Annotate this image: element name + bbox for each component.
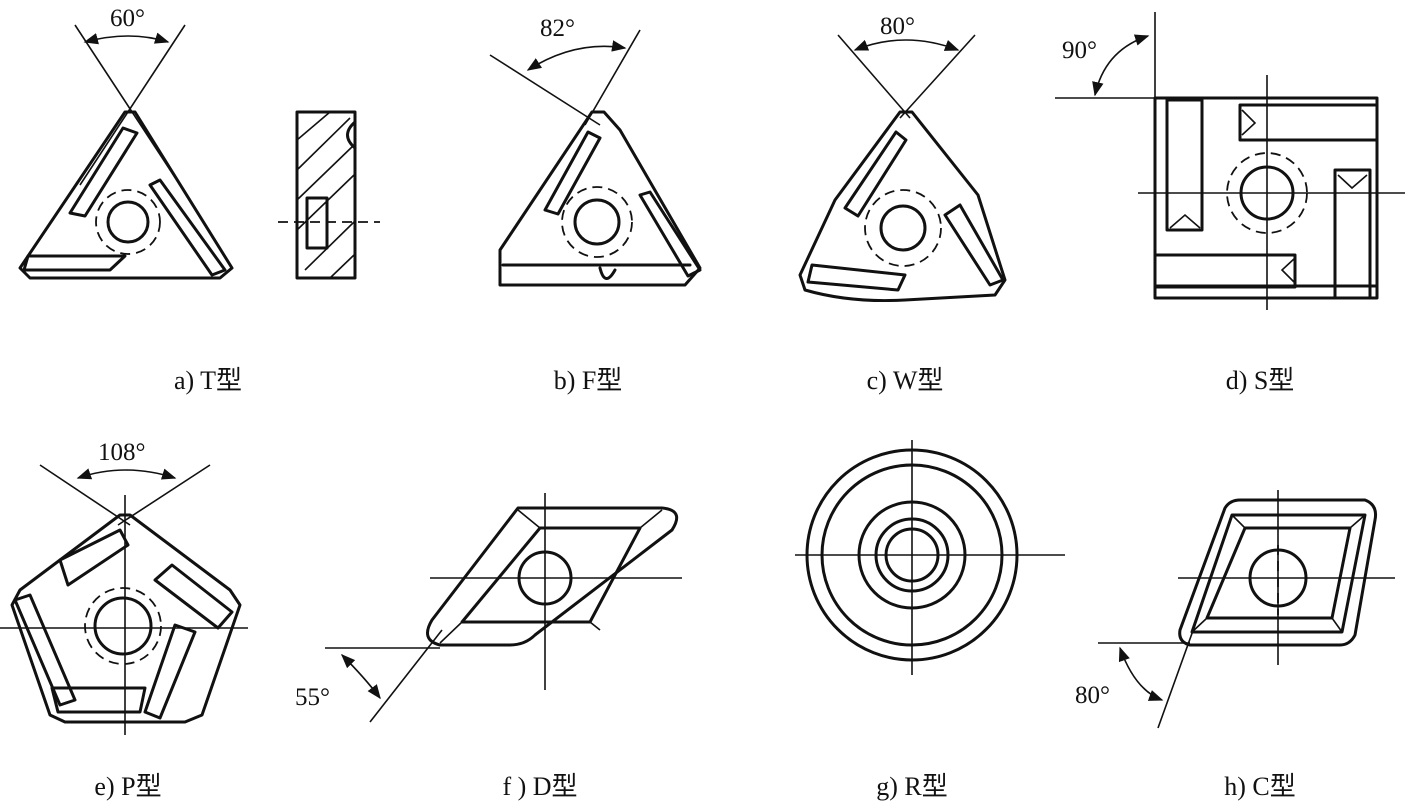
angle-label-d: 55° [295, 684, 330, 711]
angle-label-c: 80° [1075, 682, 1110, 709]
caption-c-type: h) C型 [1224, 772, 1296, 801]
insert-t-type: 60° [18, 5, 234, 280]
insert-t-side-view [278, 110, 380, 280]
angle-label-s: 90° [1062, 37, 1097, 64]
caption-d-type: f ) D型 [502, 772, 577, 801]
insert-w-type: 80° [798, 13, 1007, 303]
caption-p-type: e) P型 [94, 772, 161, 801]
angle-label-p: 108° [98, 439, 146, 466]
caption-s-type: d) S型 [1226, 366, 1295, 395]
insert-d-type: 55° [295, 493, 682, 723]
insert-s-type: 90° [1055, 12, 1405, 310]
angle-label-w: 80° [880, 13, 915, 40]
insert-p-type: 108° [0, 439, 248, 735]
caption-t-type: a) T型 [174, 366, 242, 395]
angle-label-t: 60° [110, 5, 145, 32]
caption-r-type: g) R型 [876, 772, 948, 801]
caption-w-type: c) W型 [867, 366, 944, 395]
insert-r-type [795, 440, 1065, 675]
angle-label-f: 82° [540, 15, 575, 42]
caption-f-type: b) F型 [554, 366, 623, 395]
insert-f-type: 82° [489, 15, 702, 287]
insert-c-type: 80° [1075, 490, 1395, 729]
